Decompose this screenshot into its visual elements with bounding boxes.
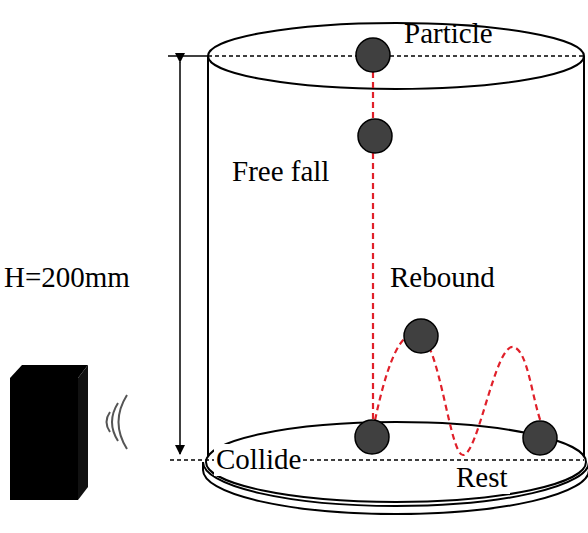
particles — [355, 38, 557, 455]
dimension-arrow — [179, 62, 181, 454]
particle-label: Particle — [402, 18, 495, 50]
sound-waves — [107, 395, 128, 449]
sensor-box — [10, 365, 88, 500]
stage-label: Rebound — [388, 262, 497, 294]
cylinder — [168, 23, 588, 514]
dimension-label: H=200mm — [2, 262, 132, 294]
stage-label: Rest — [454, 462, 510, 494]
trajectory — [373, 72, 542, 455]
stage-label: Free fall — [230, 156, 331, 188]
stage-label: Collide — [214, 444, 303, 476]
